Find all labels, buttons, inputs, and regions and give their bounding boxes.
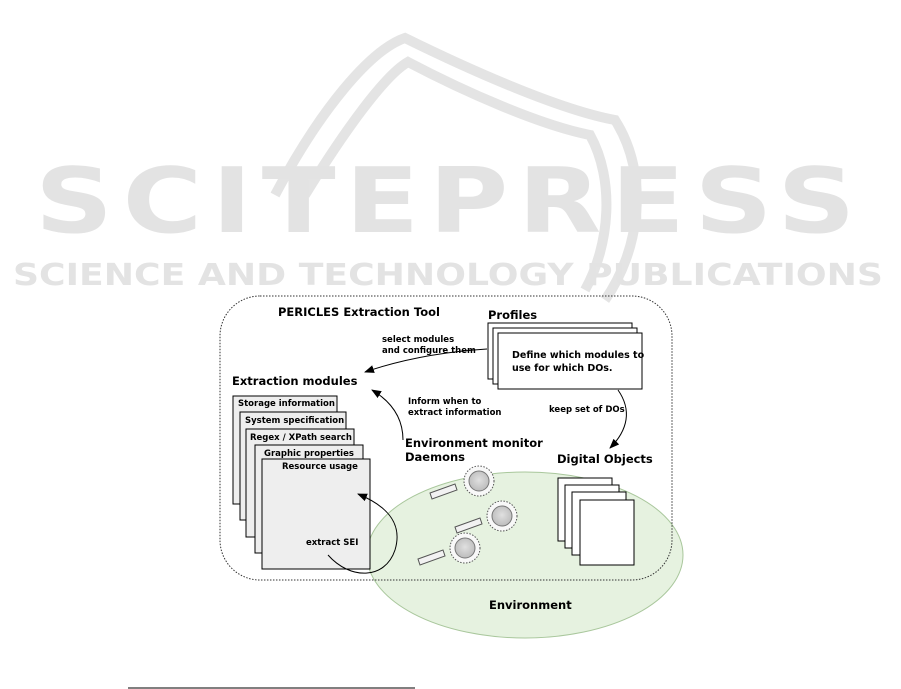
extraction-modules-title: Extraction modules — [232, 374, 358, 388]
extract-sei-arrow — [327, 493, 398, 574]
daemon-magnifier-icon — [454, 500, 518, 534]
select-modules-label-line2: and configure them — [382, 346, 476, 356]
select-modules-label-line1: select modules — [382, 335, 454, 345]
extract-sei-label: extract SEI — [306, 538, 358, 548]
module-label-resource: Resource usage — [282, 462, 358, 472]
inform-label-line1: Inform when to — [408, 397, 482, 407]
environment-label: Environment — [489, 598, 572, 612]
watermark-title: SCITEPRESS — [35, 149, 865, 254]
profiles-text-line1: Define which modules to — [512, 350, 645, 361]
module-stack: Storage information System specification… — [232, 395, 371, 570]
keep-dos-arrow — [609, 389, 627, 449]
digital-objects-stack — [557, 477, 635, 566]
watermark: SCITEPRESS SCIENCE AND TECHNOLOGY PUBLIC… — [13, 32, 883, 303]
daemon-magnifier-icon — [429, 465, 495, 500]
profiles-text-line2: use for which DOs. — [512, 363, 613, 374]
module-label-graphic: Graphic properties — [264, 449, 354, 459]
environment-region — [366, 471, 684, 639]
module-label-storage: Storage information — [238, 399, 335, 409]
env-monitor-title-line2: Daemons — [405, 450, 465, 464]
inform-label-line2: extract information — [408, 408, 501, 418]
module-label-regex: Regex / XPath search — [250, 433, 352, 443]
inform-arrow — [371, 389, 404, 441]
profiles-title: Profiles — [488, 308, 537, 322]
watermark-logo-icon — [270, 32, 642, 303]
daemon-magnifier-icon — [417, 532, 481, 566]
select-modules-arrow — [364, 348, 488, 373]
extraction-tool-container — [219, 295, 673, 581]
digital-objects-title: Digital Objects — [557, 452, 653, 466]
keep-dos-label: keep set of DOs — [549, 405, 625, 415]
module-card — [261, 458, 371, 570]
watermark-subtitle: SCIENCE AND TECHNOLOGY PUBLICATIONS — [13, 258, 883, 293]
env-monitor-title-line1: Environment monitor — [405, 436, 543, 450]
profiles-stack: Define which modules to use for which DO… — [487, 322, 645, 390]
tool-title: PERICLES Extraction Tool — [278, 305, 440, 319]
document-icon — [579, 499, 635, 566]
module-label-system: System specification — [245, 416, 344, 426]
